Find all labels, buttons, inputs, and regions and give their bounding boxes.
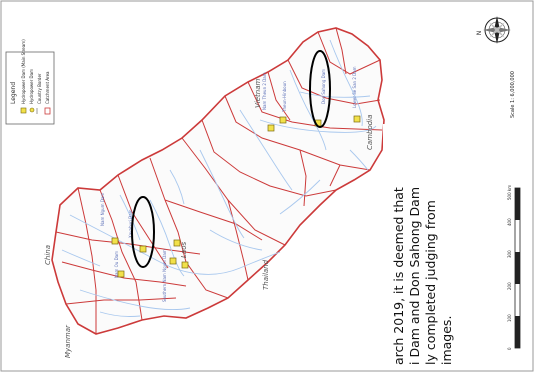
caption: arch 2019, it is deemed that i Dam and D… xyxy=(391,187,454,365)
dam-label-lower-se-san-2: Lower Se San 2 Dam xyxy=(352,66,357,108)
dam-label-southern-nam-ngum: Southern Nam Ngum Dam xyxy=(162,249,167,302)
highlight-ellipse-don-sahong xyxy=(309,50,331,128)
dam-marker xyxy=(169,257,177,265)
dam-label-nam-ngum: Nam Ngum Dam xyxy=(100,193,105,226)
north-arrow-icon: N xyxy=(476,16,511,44)
legend-title: Legend xyxy=(10,82,17,104)
sub-catchments xyxy=(55,27,383,334)
dam-labels: Nam Theun 2 Dam Theun-Hinboun Xayaburi D… xyxy=(100,66,357,302)
dam-marker xyxy=(279,116,287,124)
dam-markers xyxy=(111,115,361,278)
country-label-china: China xyxy=(44,245,52,265)
country-label-laos: Laos xyxy=(180,242,188,258)
country-labels: China Myanmar Laos Thailand Vietnam Camb… xyxy=(44,78,374,358)
caption-panel xyxy=(383,124,471,370)
country-label-vietnam: Vietnam xyxy=(254,78,262,108)
dam-marker xyxy=(173,239,181,247)
dam-label-nam-theun-2: Nam Theun 2 Dam xyxy=(262,72,267,110)
scale-tick-300: 300 xyxy=(507,250,512,258)
legend: Legend Hydropower Dam (Main Stream) Hydr… xyxy=(5,39,55,125)
legend-catchment-swatch xyxy=(44,107,51,115)
legend-dam-swatch xyxy=(29,107,35,113)
caption-line-3: ly completed judging from xyxy=(423,200,438,365)
legend-item-dam: Hydropower Dam xyxy=(29,69,34,104)
dam-marker xyxy=(139,245,147,253)
dam-label-theun-hinboun: Theun-Hinboun xyxy=(282,81,287,113)
highlight-ellipse-xayaburi xyxy=(131,196,155,268)
scale-tick-200: 200 xyxy=(507,282,512,290)
scale-tick-500: 500 km xyxy=(507,185,512,200)
legend-item-catchment: Catchment Area xyxy=(45,71,50,104)
dam-label-nam-ou: Nam Ou Dam xyxy=(114,251,119,278)
scale-bar: 0 100 200 300 400 500 km xyxy=(507,185,521,350)
legend-item-border: Country Border xyxy=(37,73,42,104)
country-label-myanmar: Myanmar xyxy=(64,324,72,358)
scale-tick-400: 400 xyxy=(507,218,512,226)
caption-line-2: i Dam and Don Sahong Dam xyxy=(407,187,422,365)
dam-marker xyxy=(111,237,119,245)
dam-label-xayaburi: Xayaburi Dam xyxy=(128,209,133,238)
dam-marker xyxy=(117,270,125,278)
dam-marker xyxy=(181,261,189,269)
north-label: N xyxy=(476,31,483,36)
legend-item-dam-main: Hydropower Dam (Main Stream) xyxy=(21,39,26,104)
river-network xyxy=(61,39,377,317)
caption-line-1: arch 2019, it is deemed that xyxy=(391,187,406,365)
legend-dam-main-swatch xyxy=(20,107,27,114)
scale-tick-100: 100 xyxy=(507,314,512,322)
dam-marker xyxy=(267,124,275,132)
country-label-thailand: Thailand xyxy=(262,259,270,290)
dam-marker xyxy=(353,115,361,123)
scale-tick-0: 0 xyxy=(507,347,512,350)
caption-line-4: images. xyxy=(439,316,454,365)
country-label-cambodia: Cambodia xyxy=(366,115,374,150)
dam-label-don-sahong: Don Sahong Dam xyxy=(321,69,326,104)
scale-text: Scale 1: 6,000,000 xyxy=(510,71,516,118)
